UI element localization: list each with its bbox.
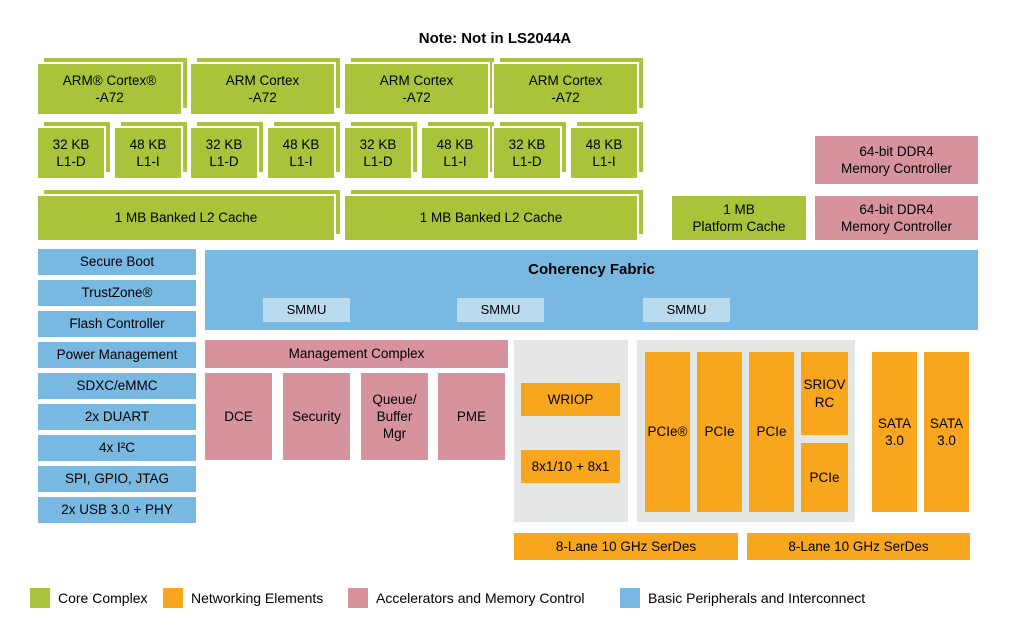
pcie-block: PCIe [801, 443, 848, 512]
arm-cortex-core: ARM Cortex -A72 [492, 58, 643, 116]
sata-block: SATA 3.0 [924, 352, 969, 512]
pcie-block: PCIe [749, 352, 794, 512]
ddr4-memory-controller-block: 64-bit DDR4 Memory Controller [815, 196, 978, 240]
l2-cache-block: 1 MB Banked L2 Cache [36, 190, 340, 242]
legend-item-peripherals: Basic Peripherals and Interconnect [620, 588, 865, 608]
ddr4-memory-controller-block: 64-bit DDR4 Memory Controller [815, 136, 978, 184]
legend-label: Basic Peripherals and Interconnect [648, 590, 866, 606]
smmu-block: SMMU [457, 298, 544, 322]
peripheral-block-power-management: Power Management [38, 342, 196, 368]
pcie-block: PCIe [697, 352, 742, 512]
peripheral-block-i2c: 4x I²C [38, 435, 196, 461]
l1-icache-block: 48 KB L1-I [113, 122, 187, 180]
l1-icache-block: 48 KB L1-I [266, 122, 340, 180]
wriop-group-panel: WRIOP 8x1/10 + 8x1 [514, 340, 628, 522]
coherency-fabric: Coherency Fabric SMMU SMMU SMMU [205, 250, 978, 330]
l1-icache-block: 48 KB L1-I [569, 122, 643, 180]
legend-swatch-core-complex [30, 588, 50, 608]
sata-block: SATA 3.0 [872, 352, 917, 512]
dce-block: DCE [205, 373, 272, 460]
legend-label: Core Complex [58, 590, 148, 606]
sriov-rc-block: SRIOV RC [801, 352, 848, 435]
legend-swatch-networking [163, 588, 183, 608]
arm-cortex-core: ARM Cortex -A72 [189, 58, 340, 116]
l2-cache-block: 1 MB Banked L2 Cache [343, 190, 643, 242]
platform-cache-block: 1 MB Platform Cache [672, 196, 806, 240]
wriop-block: WRIOP [521, 383, 620, 416]
note-text: Note: Not in LS2044A [418, 30, 572, 47]
legend-swatch-accelerators [348, 588, 368, 608]
l1-dcache-block: 32 KB L1-D [492, 122, 566, 180]
smmu-block: SMMU [263, 298, 350, 322]
smmu-block: SMMU [643, 298, 730, 322]
serdes-bar: 8-Lane 10 GHz SerDes [747, 533, 970, 560]
l1-dcache-block: 32 KB L1-D [189, 122, 263, 180]
arm-cortex-core: ARM® Cortex® -A72 [36, 58, 187, 116]
management-complex-header: Management Complex [205, 340, 508, 368]
l1-dcache-block: 32 KB L1-D [36, 122, 110, 180]
pcie-group-panel: PCIe® PCIe PCIe SRIOV RC PCIe [637, 340, 855, 522]
peripheral-block-secure-boot: Secure Boot [38, 249, 196, 275]
legend-item-accelerators: Accelerators and Memory Control [348, 588, 585, 608]
pme-block: PME [438, 373, 505, 460]
legend-item-networking: Networking Elements [163, 588, 323, 608]
peripheral-block-trustzone: TrustZone® [38, 280, 196, 306]
peripheral-block-usb3: 2x USB 3.0 + PHY [38, 497, 196, 523]
serdes-bar: 8-Lane 10 GHz SerDes [514, 533, 738, 560]
legend-label: Accelerators and Memory Control [376, 590, 585, 606]
arm-cortex-core: ARM Cortex -A72 [343, 58, 494, 116]
eth-ports-block: 8x1/10 + 8x1 [521, 450, 620, 483]
coherency-fabric-title: Coherency Fabric [528, 261, 655, 278]
queue-buffer-mgr-block: Queue/ Buffer Mgr [361, 373, 428, 460]
peripheral-block-sdxc-emmc: SDXC/eMMC [38, 373, 196, 399]
pcie-block: PCIe® [645, 352, 690, 512]
peripheral-block-flash-controller: Flash Controller [38, 311, 196, 337]
legend-swatch-peripherals [620, 588, 640, 608]
legend-item-core-complex: Core Complex [30, 588, 147, 608]
l1-dcache-block: 32 KB L1-D [343, 122, 417, 180]
legend-label: Networking Elements [191, 590, 324, 606]
security-block: Security [283, 373, 350, 460]
peripheral-block-duart: 2x DUART [38, 404, 196, 430]
peripheral-block-spi-gpio-jtag: SPI, GPIO, JTAG [38, 466, 196, 492]
l1-icache-block: 48 KB L1-I [420, 122, 494, 180]
